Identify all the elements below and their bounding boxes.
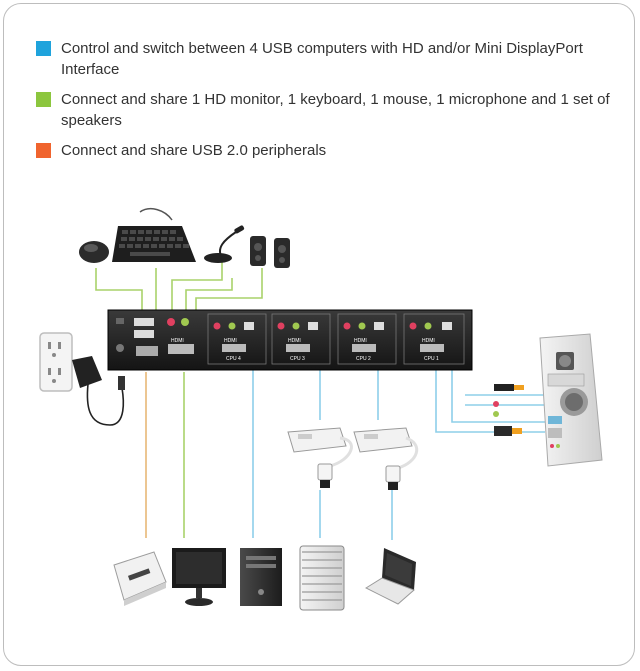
cpu1-cable-2	[451, 368, 545, 423]
speaker-cable	[195, 268, 263, 318]
cpu2-port-group: HDMI CPU 2	[337, 313, 397, 365]
legend-text: Connect and share USB 2.0 peripherals	[61, 142, 327, 159]
legend-text: Control and switch between 4 USB compute…	[61, 40, 583, 78]
speaker-cable-2	[185, 278, 233, 318]
cpu4-hdmi-label: HDMI	[224, 338, 237, 344]
legend-item-usb: Connect and share USB 2.0 peripherals	[36, 140, 616, 161]
legend: Control and switch between 4 USB compute…	[36, 38, 616, 170]
cpu4-label: CPU 4	[226, 356, 241, 362]
cpu2-hdmi-label: HDMI	[354, 338, 367, 344]
mac-pro-icon	[299, 545, 345, 611]
cpu1-label: CPU 1	[424, 356, 439, 362]
legend-item-computers: Control and switch between 4 USB compute…	[36, 38, 616, 80]
mouse-icon	[79, 241, 109, 263]
legend-item-peripherals: Connect and share 1 HD monitor, 1 keyboa…	[36, 89, 616, 131]
wall-outlet-icon	[39, 332, 73, 392]
cpu3-label: CPU 3	[290, 356, 305, 362]
kvm-switch: HDMI HDMI CPU 4 HDMI CPU 3 HDMI CPU 2	[107, 309, 473, 371]
adapter-cpu2-icon	[353, 427, 419, 490]
adapter-cpu3-icon	[287, 427, 353, 488]
green-square-icon	[36, 92, 51, 107]
monitor-icon	[172, 548, 226, 606]
mic-cable	[171, 262, 223, 318]
printer-icon	[113, 551, 167, 606]
computer-cables	[252, 368, 545, 540]
cpu1-hdmi-label: HDMI	[422, 338, 435, 344]
microphone-icon	[204, 225, 245, 263]
power-adapter-icon	[72, 356, 125, 426]
cpu1-port-group: HDMI CPU 1	[403, 313, 465, 365]
tower-connectors	[493, 384, 524, 436]
cpu2-label: CPU 2	[356, 356, 371, 362]
cpu3-port-group: HDMI CPU 3	[271, 313, 331, 365]
cpu3-hdmi-label: HDMI	[288, 338, 301, 344]
desktop-tower-small-icon	[240, 548, 282, 606]
cpu4-port-group: HDMI CPU 4	[207, 313, 267, 365]
desktop-tower-icon	[539, 333, 603, 467]
peripheral-cables	[95, 262, 263, 538]
speakers-icon	[250, 236, 290, 268]
orange-square-icon	[36, 143, 51, 158]
blue-square-icon	[36, 41, 51, 56]
mouse-cable	[95, 268, 143, 312]
keyboard-icon	[112, 208, 196, 262]
legend-text: Connect and share 1 HD monitor, 1 keyboa…	[61, 91, 610, 129]
laptop-icon	[364, 548, 416, 605]
console-hdmi-label: HDMI	[171, 338, 184, 344]
